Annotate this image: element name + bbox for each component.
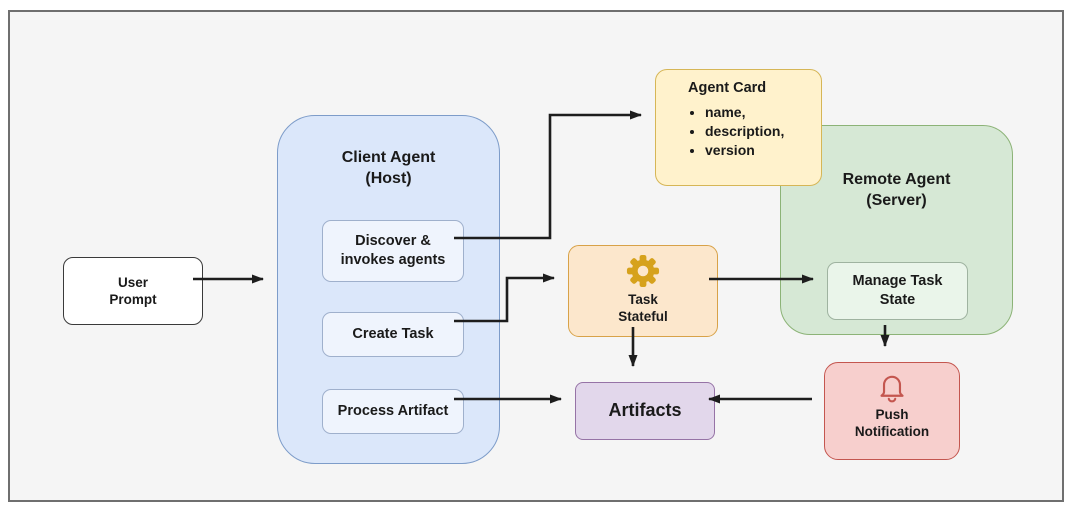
agent-card-bullet: description, xyxy=(705,122,821,141)
node-manage-task-state: Manage Task State xyxy=(827,262,968,320)
node-user-prompt: User Prompt xyxy=(63,257,203,325)
agent-card-bullet: version xyxy=(705,141,821,160)
gear-icon xyxy=(626,254,660,288)
bell-icon xyxy=(877,373,907,405)
remote-agent-title: Remote Agent (Server) xyxy=(842,171,951,209)
node-agent-card: Agent Card name, description, version xyxy=(655,69,822,186)
agent-card-bullet-list: name, description, version xyxy=(656,103,821,159)
node-push-notification: Push Notification xyxy=(824,362,960,460)
create-task-label: Create Task xyxy=(352,326,434,343)
node-discover-invokes-agents: Discover & invokes agents xyxy=(322,220,464,282)
agent-card-bullet: name, xyxy=(705,103,821,122)
task-stateful-label: Task Stateful xyxy=(618,292,668,325)
user-prompt-label: User Prompt xyxy=(109,274,157,307)
discover-label: Discover & invokes agents xyxy=(340,233,446,268)
client-agent-title: Client Agent (Host) xyxy=(341,149,436,187)
node-artifacts: Artifacts xyxy=(575,382,715,440)
artifacts-label: Artifacts xyxy=(608,400,682,421)
diagram-frame: Remote Agent (Server) Agent Card name, d… xyxy=(8,10,1064,502)
node-create-task: Create Task xyxy=(322,312,464,357)
process-artifact-label: Process Artifact xyxy=(337,403,449,420)
agent-card-title: Agent Card xyxy=(688,80,767,96)
node-task-stateful: Task Stateful xyxy=(568,245,718,337)
node-process-artifact: Process Artifact xyxy=(322,389,464,434)
push-notification-label: Push Notification xyxy=(854,407,930,440)
manage-task-state-label: Manage Task State xyxy=(852,273,943,308)
